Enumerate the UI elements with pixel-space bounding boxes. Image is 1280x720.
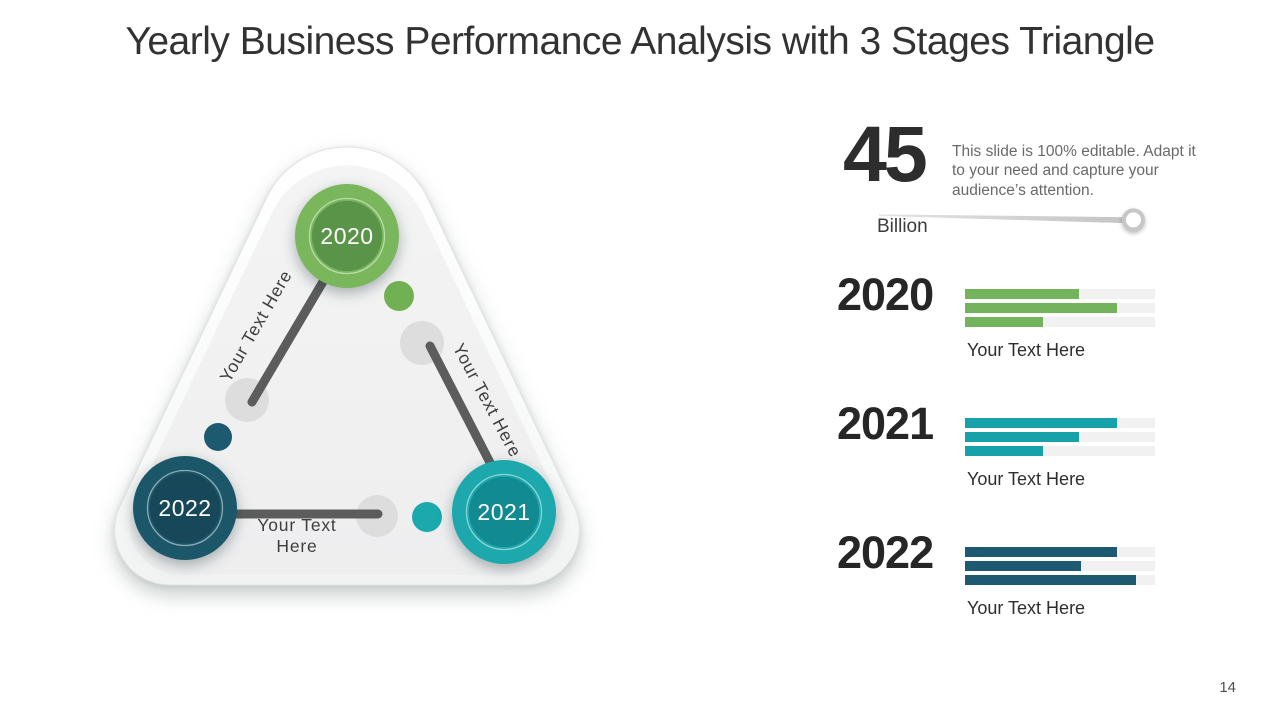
stage-node-2020: 2020 — [295, 184, 399, 288]
page-number: 14 — [1219, 679, 1236, 696]
year-caption: Your Text Here — [967, 469, 1086, 489]
bar-track — [965, 432, 1155, 442]
triangle-inner-surface — [129, 165, 565, 575]
year-caption: Your Text Here — [967, 340, 1086, 360]
stage-node-2022-year: 2022 — [158, 495, 211, 521]
year-caption: Your Text Here — [967, 598, 1086, 618]
stat-description: This slide is 100% editable. Adapt it to… — [952, 143, 1196, 199]
bar-fill — [965, 303, 1117, 313]
year-row-2021: 2021 Your Text Here — [0, 401, 1280, 511]
year-label: 2022 — [837, 527, 934, 578]
bar-track — [965, 575, 1155, 585]
bar-fill — [965, 561, 1081, 571]
stage-node-2021-year: 2021 — [477, 499, 530, 525]
stage-node-2022-ring — [146, 469, 224, 547]
bar-fill — [965, 446, 1043, 456]
year-label: 2021 — [837, 398, 934, 449]
stat-value: 45 — [843, 109, 928, 198]
bar-group-2020 — [965, 289, 1155, 331]
bar-track — [965, 561, 1155, 571]
stage-node-2022: 2022 — [133, 456, 237, 560]
accent-dot-2020 — [384, 281, 414, 311]
bar-fill — [965, 547, 1117, 557]
connector-right-edge — [425, 341, 505, 487]
stat-unit: Billion — [877, 216, 928, 237]
slider-knob-icon — [1121, 208, 1146, 232]
edge-label-bottom-line2: Here — [276, 536, 317, 556]
bar-fill — [965, 289, 1079, 299]
slide-title: Yearly Business Performance Analysis wit… — [125, 20, 1155, 63]
edge-label-bottom-line1: Your Text — [257, 515, 336, 535]
bar-fill — [965, 317, 1043, 327]
bar-fill — [965, 575, 1136, 585]
bar-track — [965, 289, 1155, 299]
stage-node-2021: 2021 — [452, 460, 556, 564]
accent-dot-2021 — [412, 502, 442, 532]
bar-track — [965, 547, 1155, 557]
year-row-2022: 2022 Your Text Here — [0, 530, 1280, 640]
bar-group-2022 — [965, 547, 1155, 589]
accent-dot-2022 — [204, 423, 232, 451]
stage-node-2020-year: 2020 — [320, 223, 373, 249]
stage-node-2020-inner — [312, 201, 382, 271]
stage-node-2020-ring — [308, 197, 386, 275]
bar-fill — [965, 432, 1079, 442]
stage-node-2021-ring — [465, 473, 543, 551]
bar-group-2021 — [965, 418, 1155, 460]
bar-track — [965, 303, 1155, 313]
bar-track — [965, 317, 1155, 327]
stage-node-2021-inner — [469, 477, 539, 547]
bar-fill — [965, 418, 1117, 428]
year-row-2020: 2020 Your Text Here — [0, 272, 1280, 382]
stage-node-2022-inner — [150, 473, 220, 543]
year-label: 2020 — [837, 269, 934, 320]
bar-track — [965, 446, 1155, 456]
bar-track — [965, 418, 1155, 428]
